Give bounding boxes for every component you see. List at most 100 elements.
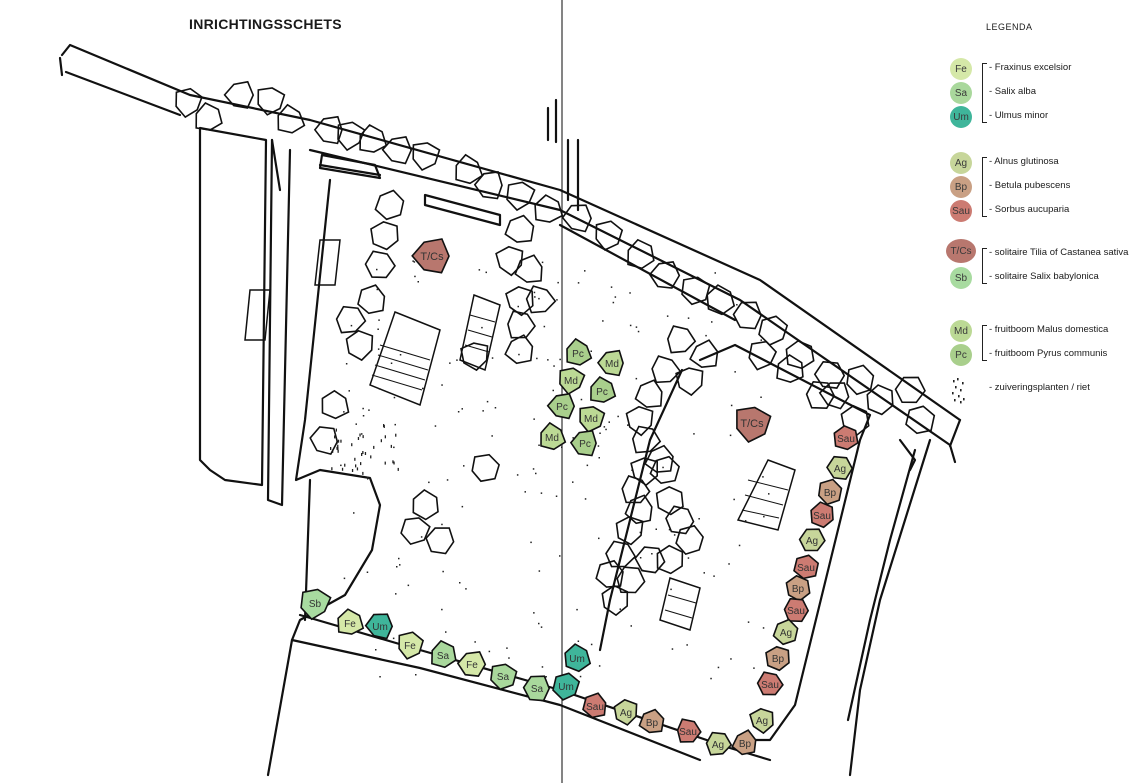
reed-mark	[344, 463, 346, 467]
meadow-dot	[393, 396, 396, 399]
tree-crown	[705, 731, 733, 756]
tree-outline	[616, 566, 646, 594]
tree-ag: Ag	[749, 707, 774, 735]
tree-code: Ag	[756, 716, 768, 727]
tree-outline	[400, 517, 431, 546]
meadow-dot	[377, 348, 380, 350]
meadow-dot	[494, 407, 497, 409]
meadow-dot	[533, 291, 536, 294]
meadow-dot	[572, 437, 574, 439]
meadow-dot	[538, 297, 540, 300]
meadow-dot	[698, 518, 700, 520]
tree-code: Pc	[572, 349, 584, 360]
tree-crown	[398, 631, 425, 660]
meadow-dot	[345, 363, 348, 365]
meadow-dot	[687, 557, 690, 559]
meadow-dot	[478, 269, 481, 271]
meadow-dot	[590, 643, 593, 646]
meadow-dot	[693, 433, 695, 435]
meadow-dot	[399, 354, 402, 356]
meadow-dot	[506, 647, 508, 649]
tree-code: Ag	[620, 708, 632, 719]
meadow-dot	[390, 362, 393, 364]
meadow-dot	[366, 571, 369, 573]
reed-mark	[361, 453, 363, 456]
meadow-dot	[395, 593, 397, 595]
tree-code: Pc	[579, 439, 591, 450]
tree-code: T/Cs	[740, 418, 764, 430]
meadow-dot	[376, 268, 378, 271]
reed-mark	[364, 452, 367, 455]
tree-outline	[748, 340, 778, 371]
tree-crown	[566, 337, 593, 366]
tree-outline	[223, 80, 255, 109]
tree-pc: Pc	[566, 337, 593, 366]
tree-crown	[456, 651, 487, 677]
tree-code: Ag	[780, 628, 792, 639]
meadow-dot	[579, 675, 582, 678]
tree-outline	[257, 87, 286, 116]
tree-outline	[412, 142, 441, 171]
tree-code: Um	[569, 654, 585, 665]
meadow-dot	[533, 612, 535, 614]
tree-outline	[651, 355, 682, 384]
tree-code: Bp	[824, 488, 837, 499]
tree-crown	[337, 608, 365, 635]
legend-swatch: Sau	[950, 200, 972, 222]
tree-sa: Sa	[522, 675, 551, 702]
meadow-dot	[353, 512, 355, 514]
meadow-dot	[399, 564, 401, 566]
tree-crown	[564, 643, 592, 673]
meadow-dot	[612, 301, 615, 304]
tree-outline	[561, 204, 592, 233]
meadow-dot	[414, 275, 416, 278]
meadow-dot	[559, 555, 561, 557]
meadow-dot	[590, 350, 592, 352]
plain-trees	[175, 80, 936, 617]
meadow-dot	[474, 641, 476, 643]
meadow-dot	[457, 411, 460, 413]
meadow-dot	[535, 472, 537, 475]
meadow-dot	[747, 621, 750, 623]
meadow-dot	[728, 563, 730, 565]
meadow-dot	[350, 324, 353, 327]
meadow-dot	[762, 476, 764, 478]
meadow-dot	[362, 407, 364, 410]
meadow-dot	[687, 317, 690, 319]
meadow-dot	[541, 666, 544, 668]
tree-outline	[595, 220, 624, 251]
meadow-dot	[686, 644, 688, 646]
reed-mark	[362, 451, 364, 454]
meadow-dot	[508, 657, 510, 659]
tree-crown	[736, 406, 772, 443]
meadow-dot	[541, 261, 544, 264]
reed-mark	[362, 471, 364, 475]
tree-ag: Ag	[798, 528, 826, 552]
meadow-dot	[485, 271, 487, 274]
tree-sau: Sau	[676, 718, 702, 743]
tree-bp: Bp	[731, 729, 757, 756]
meadow-dot	[378, 388, 381, 390]
tree-outline	[504, 214, 535, 243]
meadow-dot	[617, 415, 619, 418]
meadow-dot	[630, 625, 632, 627]
meadow-dot	[516, 474, 519, 476]
tree-code: Sau	[797, 563, 815, 574]
reed-mark	[360, 462, 362, 466]
tree-sb: Sb	[300, 588, 332, 621]
meadow-dot	[398, 557, 400, 560]
meadow-dot	[441, 384, 443, 386]
tree-pc: Pc	[569, 429, 597, 457]
legend-title: LEGENDA	[986, 22, 1033, 32]
tree-fe: Fe	[398, 631, 425, 660]
tree-outline	[615, 516, 644, 546]
tree-outline	[624, 494, 653, 525]
meadow-dot	[608, 421, 610, 423]
meadow-dot	[733, 498, 735, 501]
meadow-dot	[545, 676, 547, 678]
meadow-dot	[717, 666, 720, 669]
page-title: INRICHTINGSSCHETS	[189, 16, 342, 32]
meadow-dot	[559, 358, 561, 361]
tree-outline	[175, 87, 203, 119]
meadow-dot	[394, 423, 396, 426]
